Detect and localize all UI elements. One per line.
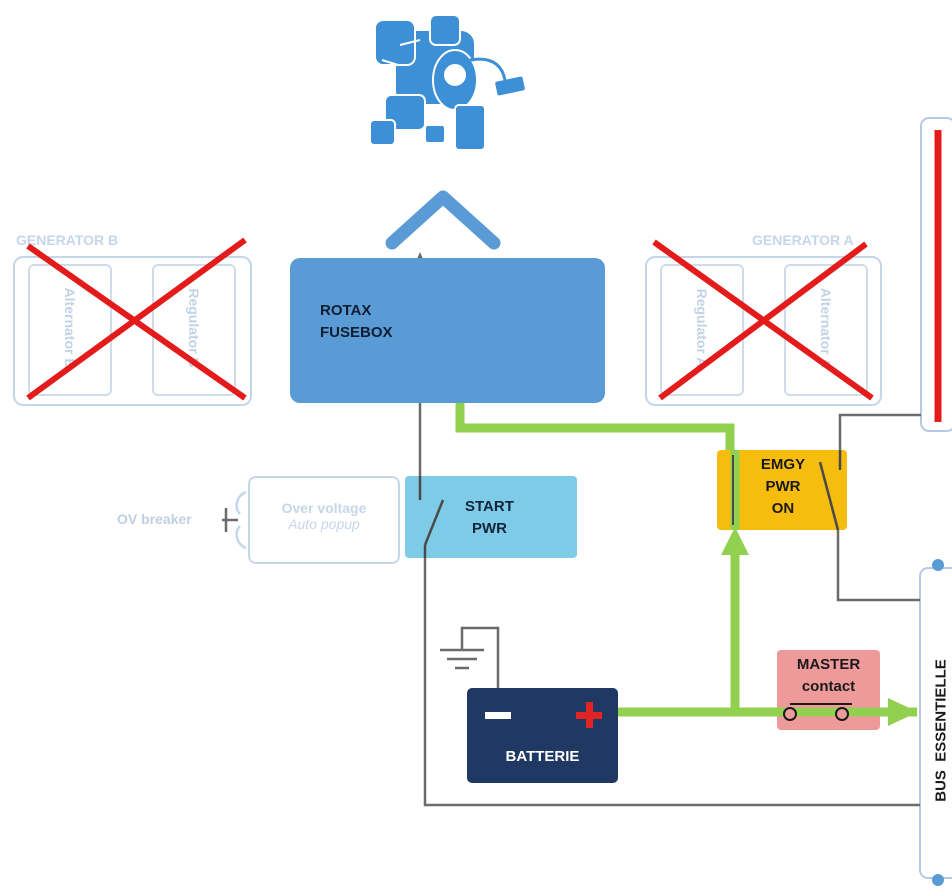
engine-icon	[369, 14, 527, 151]
bus-essentielle-label: BUS ESSENTIELLE	[932, 659, 950, 802]
batterie-plus-icon	[576, 702, 602, 728]
start-pwr-box: START PWR	[405, 476, 577, 558]
batterie-label: BATTERIE	[505, 748, 580, 765]
green-arrowhead-bus	[888, 698, 918, 726]
master-contact-line2: contact	[801, 678, 856, 695]
ov-breaker-label: OV breaker	[117, 511, 192, 527]
batterie-minus-icon	[485, 712, 511, 719]
green-arrowhead-emgy	[721, 527, 749, 555]
over-voltage-line2: Auto popup	[288, 516, 360, 532]
alternator-b-box: Alternator B	[28, 264, 112, 396]
master-contact-line1: MASTER	[796, 656, 861, 673]
alternator-a-box: Alternator A	[784, 264, 868, 396]
over-voltage-line1: Over voltage	[281, 500, 367, 516]
generator-a-frame	[645, 256, 882, 406]
rotax-fusebox-line2: FUSEBOX	[320, 324, 393, 341]
emgy-pwr-line1: EMGY	[760, 456, 806, 473]
emgy-pwr-line2: PWR	[765, 478, 801, 495]
generator-b-frame	[13, 256, 252, 406]
over-voltage-box: Over voltage Auto popup	[248, 476, 400, 564]
rotax-fusebox: ROTAX FUSEBOX	[290, 258, 605, 403]
rotax-fusebox-line1: ROTAX	[320, 302, 372, 319]
generator-a-title: GENERATOR A	[752, 232, 854, 248]
chevron-up-icon	[385, 190, 501, 250]
batterie-box: BATTERIE	[467, 688, 618, 783]
start-pwr-line1: START	[465, 498, 514, 515]
emgy-pwr-line3: ON	[771, 500, 795, 517]
regulator-a-box: Regulator A	[660, 264, 744, 396]
generator-b-title: GENERATOR B	[16, 232, 119, 248]
start-pwr-line2: PWR	[471, 520, 507, 537]
